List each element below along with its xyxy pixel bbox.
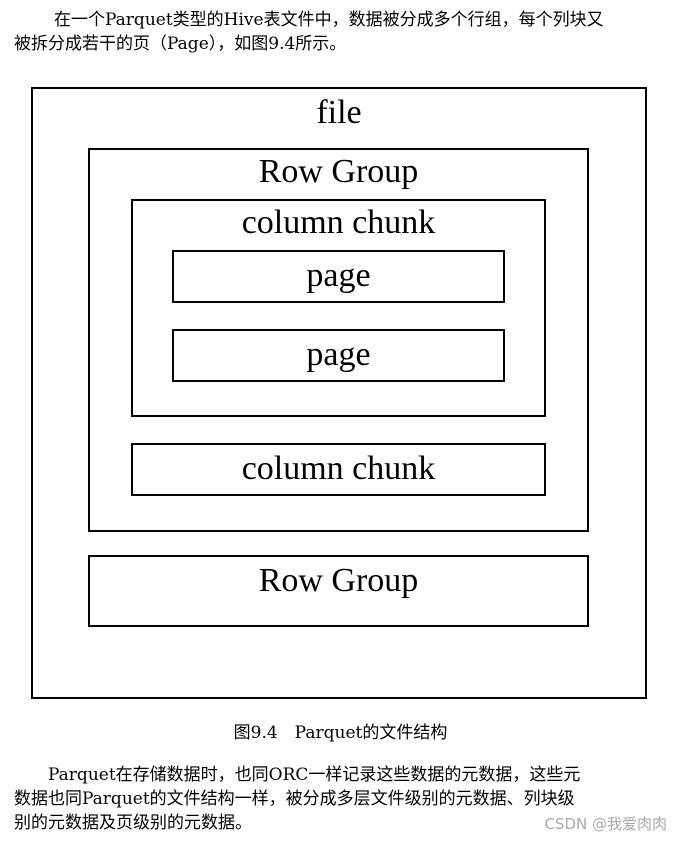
figure-caption: 图9.4 Parquet的文件结构 bbox=[233, 723, 448, 743]
outro-line-2: 数据也同Parquet的文件结构一样，被分成多层文件级别的元数据、列块级 bbox=[14, 789, 575, 809]
intro-line-1: 在一个Parquet类型的Hive表文件中，数据被分成多个行组，每个列块又 bbox=[54, 10, 604, 30]
column-chunk-box-1: column chunk bbox=[131, 199, 546, 417]
intro-paragraph: 在一个Parquet类型的Hive表文件中，数据被分成多个行组，每个列块又 被拆… bbox=[0, 8, 681, 56]
page-label-2: page bbox=[306, 336, 371, 373]
column-chunk-label-1: column chunk bbox=[241, 204, 436, 241]
page-label-1: page bbox=[306, 257, 371, 294]
row-group-label-2: Row Group bbox=[258, 562, 419, 599]
page-box-2: page bbox=[172, 329, 505, 382]
outro-paragraph: Parquet在存储数据时，也同ORC一样记录这些数据的元数据，这些元 数据也同… bbox=[0, 763, 681, 835]
file-label: file bbox=[316, 94, 362, 131]
page-box-1: page bbox=[172, 250, 505, 303]
column-chunk-label-2: column chunk bbox=[241, 450, 436, 487]
column-chunk-box-2: column chunk bbox=[131, 443, 546, 496]
outro-line-3: 别的元数据及页级别的元数据。 bbox=[14, 813, 252, 833]
intro-line-2: 被拆分成若干的页（Page），如图9.4所示。 bbox=[14, 34, 347, 54]
row-group-box-2: Row Group bbox=[88, 555, 589, 627]
watermark: CSDN @我爱肉肉 bbox=[544, 815, 667, 833]
row-group-label-1: Row Group bbox=[258, 153, 419, 190]
outro-line-1: Parquet在存储数据时，也同ORC一样记录这些数据的元数据，这些元 bbox=[48, 765, 581, 785]
